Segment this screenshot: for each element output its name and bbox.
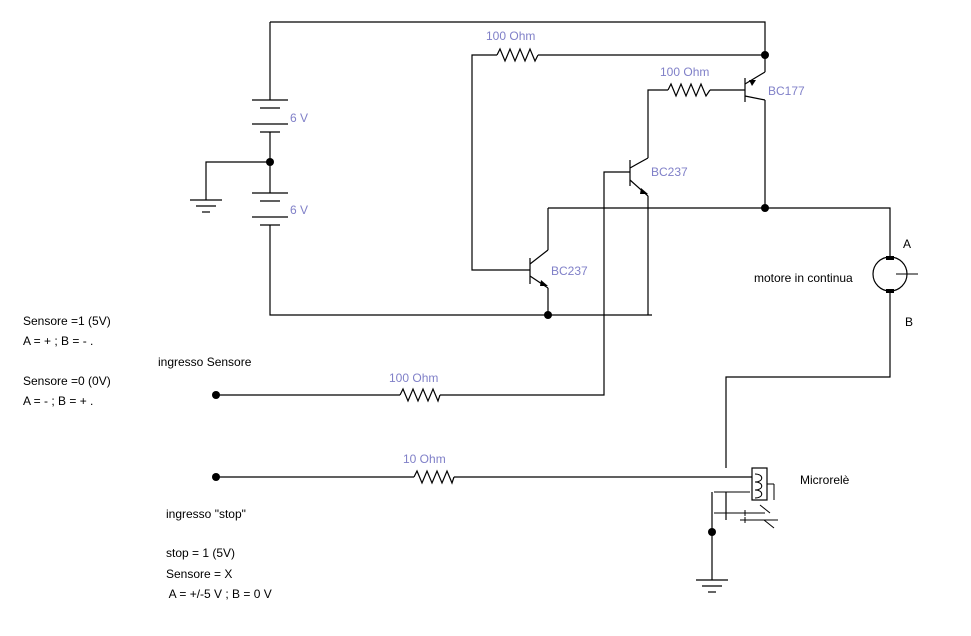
junction-dot	[708, 528, 716, 536]
note-sensor1-title: Sensore =1 (5V)	[23, 314, 111, 328]
battery-bottom	[252, 192, 288, 226]
resistor-bc177-base	[667, 82, 711, 98]
transistor-bc237-upper-label: BC237	[651, 165, 688, 179]
transistor-bc177-label: BC177	[768, 84, 805, 98]
battery-top	[252, 99, 288, 133]
transistor-bc237-upper	[629, 157, 649, 197]
label-input-stop: ingresso "stop"	[166, 507, 246, 521]
emitter-arrow-icon	[540, 280, 548, 286]
relay-icon	[744, 467, 775, 529]
note-stop-line2: Sensore = X	[166, 567, 232, 581]
transistor-bc177	[744, 71, 766, 102]
note-sensor0-state: A = - ; B = + .	[23, 394, 93, 408]
motor-terminal-b: B	[905, 315, 913, 329]
resistor-top	[496, 47, 539, 63]
battery-bottom-label: 6 V	[290, 203, 308, 217]
note-stop-line3: A = +/-5 V ; B = 0 V	[166, 587, 272, 601]
ground-icon	[190, 199, 222, 213]
resistor-top-label: 100 Ohm	[486, 29, 535, 43]
note-stop-line1: stop = 1 (5V)	[166, 546, 235, 560]
resistor-input-label: 100 Ohm	[389, 371, 438, 385]
dc-motor-icon	[872, 256, 918, 293]
note-sensor0-title: Sensore =0 (0V)	[23, 374, 111, 388]
emitter-arrow-icon	[749, 80, 756, 86]
emitter-arrow-icon	[640, 188, 648, 194]
transistor-bc237-lower	[529, 249, 549, 289]
junction-dot	[266, 158, 274, 166]
wires	[205, 21, 891, 580]
input-terminal-stop	[212, 473, 220, 481]
motor-label: motore in continua	[754, 271, 853, 285]
ground-icon	[696, 579, 728, 593]
junction-dot	[544, 311, 552, 319]
junction-dot	[761, 51, 769, 59]
resistor-input	[399, 387, 441, 403]
resistor-bc177-base-label: 100 Ohm	[660, 65, 709, 79]
battery-top-label: 6 V	[290, 111, 308, 125]
label-input-sensor: ingresso Sensore	[158, 355, 252, 369]
relay-label: Microrelè	[800, 473, 850, 487]
junction-dot	[761, 204, 769, 212]
input-terminal-sensor	[212, 391, 220, 399]
resistor-stop-label: 10 Ohm	[403, 452, 446, 466]
transistor-bc237-lower-label: BC237	[551, 264, 588, 278]
junctions	[212, 51, 769, 536]
note-sensor1-state: A = + ; B = - .	[23, 334, 93, 348]
resistor-stop	[413, 469, 455, 485]
motor-terminal-a: A	[903, 237, 911, 251]
